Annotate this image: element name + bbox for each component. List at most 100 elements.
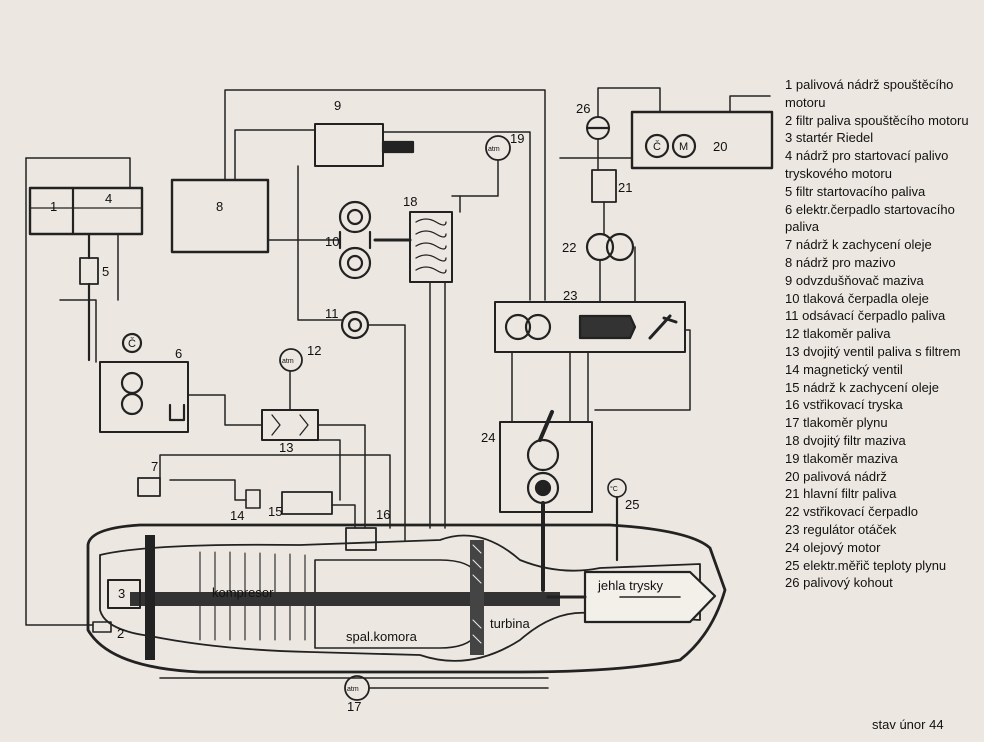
turbine-hatch — [472, 544, 482, 644]
legend-item-text: palivová nádrž spouštěcího motoru — [785, 77, 954, 110]
oil-motor-24 — [499, 421, 593, 513]
label-c8: 8 — [216, 199, 223, 214]
label-c2: 2 — [117, 626, 124, 641]
starter-box — [107, 579, 141, 609]
legend-item-text: tlakoměr paliva — [803, 326, 891, 342]
label-c16: 16 — [376, 507, 390, 522]
compressor-casing — [99, 534, 701, 662]
legend-item-number: 16 — [785, 397, 800, 413]
legend-item-number: 23 — [785, 521, 800, 537]
thermo-25-text: °C — [610, 485, 618, 493]
legend-item: 16 vstřikovací tryska — [785, 396, 981, 414]
legend-item-number: 6 — [785, 201, 793, 217]
label-c4: 4 — [105, 191, 112, 206]
legend-item: 22 vstřikovací čerpadlo — [785, 503, 981, 521]
label-c1: 1 — [50, 199, 57, 214]
legend-item-text: vstřikovací tryska — [803, 397, 903, 413]
legend-item-text: nádrž k zachycení oleje — [803, 379, 939, 395]
filter-18 — [409, 211, 453, 283]
label-c23: 23 — [563, 288, 577, 303]
legend-item-text: nádrž k zachycení oleje — [795, 237, 932, 253]
legend-item-text: nádrž pro mazivo — [795, 254, 896, 270]
legend-item-text: palivová nádrž — [803, 468, 887, 484]
legend-item: 20 palivová nádrž — [785, 468, 981, 486]
legend-item-text: odsávací čerpadlo paliva — [802, 308, 946, 324]
label-c3: 3 — [118, 586, 125, 601]
legend-item-text: nádrž pro startovací palivo tryskového m… — [785, 148, 949, 181]
legend-item: 7 nádrž k zachycení oleje — [785, 236, 981, 254]
legend-item: 12 tlakoměr paliva — [785, 325, 981, 343]
section-turbina: turbina — [490, 616, 531, 631]
compressor-disc — [145, 535, 155, 660]
filter-5 — [79, 257, 99, 285]
motor-6-c: Č — [128, 337, 136, 350]
label-c14: 14 — [230, 508, 244, 523]
legend-item-text: dvojitý ventil paliva s filtrem — [803, 343, 961, 359]
legend-item: 5 filtr startovacího paliva — [785, 183, 981, 201]
label-c12: 12 — [307, 343, 321, 358]
legend-item-number: 14 — [785, 361, 800, 377]
legend-item-number: 1 — [785, 77, 793, 92]
legend-item: 15 nádrž k zachycení oleje — [785, 379, 981, 397]
legend-item-number: 15 — [785, 379, 800, 395]
section-spal-komora: spal.komora — [346, 629, 418, 644]
legend-item: 26 palivový kohout — [785, 574, 981, 592]
legend-item: 10 tlaková čerpadla oleje — [785, 290, 981, 308]
gauge-17-text: atm — [347, 686, 359, 693]
nacelle-outline — [86, 523, 727, 674]
legend-item-number: 9 — [785, 272, 793, 288]
legend-item: 13 dvojitý ventil paliva s filtrem — [785, 343, 981, 361]
legend-item: 1 palivová nádrž spouštěcího motoru — [785, 76, 981, 112]
legend-item-number: 4 — [785, 148, 793, 164]
legend-item: 6 elektr.čerpadlo startovacího paliva — [785, 201, 981, 237]
deaerator-9 — [314, 123, 384, 167]
tank-1-4 — [28, 186, 144, 236]
label-c25: 25 — [625, 497, 639, 512]
motor-20-c: Č — [653, 140, 661, 153]
legend-item: 21 hlavní filtr paliva — [785, 485, 981, 503]
turbine-disc — [470, 540, 484, 655]
legend-item-text: palivový kohout — [803, 575, 893, 591]
legend-item-number: 26 — [785, 575, 800, 591]
legend-item-number: 2 — [785, 112, 793, 128]
legend-item: 4 nádrž pro startovací palivo tryskového… — [785, 147, 981, 183]
legend-item-text: olejový motor — [803, 539, 881, 555]
legend-item: 18 dvojitý filtr maziva — [785, 432, 981, 450]
legend-item: 3 startér Riedel — [785, 129, 981, 147]
legend-item-number: 19 — [785, 450, 800, 466]
legend-item-text: filtr startovacího paliva — [795, 183, 926, 199]
section-kompresor: kompresor — [212, 585, 274, 600]
section-jehla-trysky: jehla trysky — [597, 578, 664, 593]
label-c6: 6 — [175, 346, 182, 361]
tank-8 — [170, 178, 270, 254]
regulator-23 — [494, 301, 686, 353]
valve-13 — [261, 409, 319, 441]
label-c11: 11 — [325, 306, 339, 321]
label-c21: 21 — [618, 180, 632, 195]
legend-item: 23 regulátor otáček — [785, 521, 981, 539]
legend-item-number: 21 — [785, 486, 800, 502]
legend-item-number: 22 — [785, 504, 800, 520]
label-c20: 20 — [713, 139, 727, 154]
legend-item-text: tlakoměr plynu — [803, 415, 888, 431]
legend-item-text: filtr paliva spouštěcího motoru — [795, 112, 969, 128]
legend-item-number: 5 — [785, 183, 793, 199]
label-c5: 5 — [102, 264, 109, 279]
gauge-19-text: atm — [488, 146, 500, 153]
legend-item: 17 tlakoměr plynu — [785, 414, 981, 432]
legend-item-text: regulátor otáček — [803, 521, 897, 537]
legend-item: 2 filtr paliva spouštěcího motoru — [785, 112, 981, 130]
legend-item: 19 tlakoměr maziva — [785, 450, 981, 468]
label-c10: 10 — [325, 234, 339, 249]
legend-item-number: 11 — [785, 308, 799, 324]
legend-item-number: 18 — [785, 432, 800, 448]
label-c26: 26 — [576, 101, 590, 116]
tank-20 — [630, 110, 774, 170]
legend-item-text: odvzdušňovač maziva — [795, 272, 924, 288]
main-shaft — [130, 592, 560, 606]
legend-item-text: tlakoměr maziva — [803, 450, 898, 466]
legend-item-text: hlavní filtr paliva — [803, 486, 897, 502]
label-c17: 17 — [347, 699, 361, 714]
